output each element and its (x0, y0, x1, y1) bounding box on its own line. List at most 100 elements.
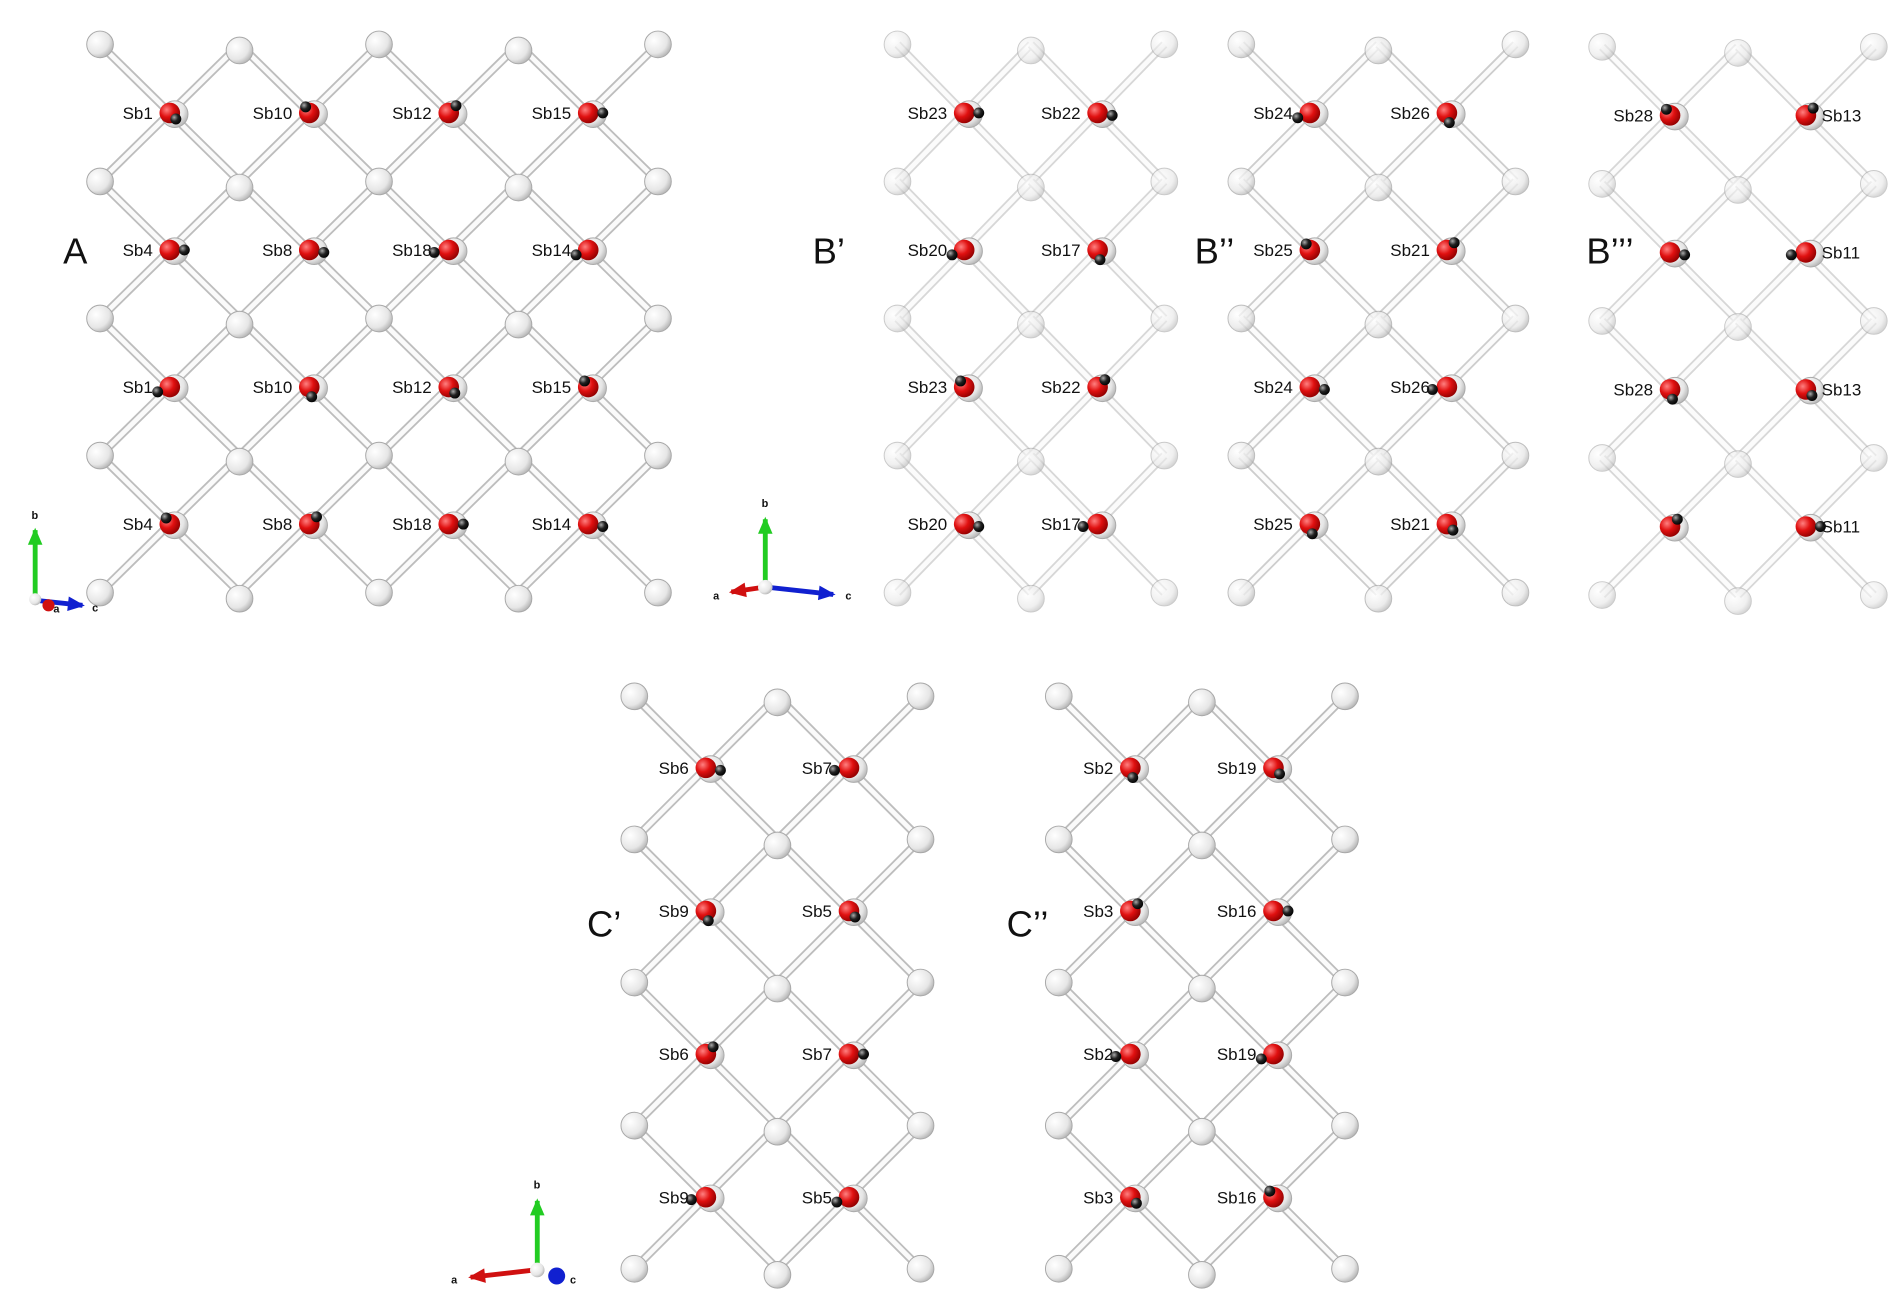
sb-site-label: Sb20 (908, 241, 948, 260)
sb-site-label: Sb3 (1083, 902, 1113, 921)
axes-triad-A: bca (27, 510, 98, 616)
sb-site-label: Sb9 (659, 1188, 689, 1207)
bridge-atom (1859, 581, 1888, 609)
bond (377, 179, 451, 252)
bridge-atom (1724, 176, 1752, 204)
bridge-atom (763, 974, 792, 1003)
bridge-atom (1588, 33, 1616, 61)
bridge-atom (1017, 310, 1045, 339)
bond (1600, 456, 1672, 529)
bridge-atom (644, 30, 672, 59)
bond (98, 385, 172, 458)
bridge-atom (1188, 1260, 1216, 1289)
bridge-atom (1227, 30, 1256, 59)
axis-origin (530, 1262, 545, 1278)
dopant-atom (1099, 374, 1111, 386)
bond (1600, 387, 1672, 460)
bridge-atom (1859, 444, 1888, 472)
sb-atom (159, 376, 181, 398)
sb-site: Sb8 (262, 511, 328, 540)
bond (377, 248, 451, 321)
bond (1095, 179, 1167, 252)
bond (632, 1052, 708, 1128)
bond (516, 111, 590, 184)
bond (1239, 385, 1312, 458)
dopant-atom (849, 911, 861, 923)
bridge-atom (1017, 447, 1045, 476)
bridge-atom (620, 968, 649, 997)
bridge-atoms (86, 30, 672, 613)
panel-label: B’’ (1195, 230, 1235, 271)
bond (1600, 182, 1672, 255)
dopant-atom (152, 386, 164, 398)
bridge-atom (1364, 36, 1393, 65)
bridge-atom (365, 304, 393, 333)
sb-atom (1120, 1043, 1141, 1065)
dopant-atom (1292, 112, 1304, 124)
sb-site: Sb22 (1041, 374, 1117, 403)
bridge-atom (1331, 1111, 1359, 1140)
bridge-atom (1227, 167, 1256, 196)
sb-site-label: Sb15 (532, 378, 572, 397)
bond (98, 316, 172, 389)
sb-site-label: Sb13 (1822, 381, 1862, 400)
dopant-atom (828, 764, 840, 776)
bridge-atom (906, 1111, 935, 1140)
sb-site-label: Sb24 (1253, 104, 1293, 123)
bridge-atom (1859, 170, 1888, 198)
dopant-atom (973, 107, 985, 119)
bond (377, 385, 451, 458)
sb-site-label: Sb5 (802, 902, 832, 921)
bridge-atom (225, 310, 254, 339)
bridge-atom (504, 173, 533, 202)
bond (516, 385, 590, 458)
bridge-atom (906, 825, 935, 854)
dopant-atom (449, 387, 461, 399)
sb-site-label: Sb22 (1041, 104, 1081, 123)
bond (775, 1195, 851, 1271)
panel-label: A (63, 230, 88, 271)
bond (895, 248, 966, 321)
panel-label: B’ (813, 230, 845, 271)
sb-site: Sb9 (659, 898, 725, 927)
sb-site-label: Sb4 (123, 241, 153, 260)
sb-atom (1795, 516, 1817, 537)
bond (307, 316, 381, 389)
dopant-atom (1447, 524, 1459, 536)
bridge-atom (1331, 968, 1359, 997)
sb-site: Sb12 (392, 100, 468, 128)
sb-site-label: Sb23 (908, 378, 948, 397)
sb-site-label: Sb14 (532, 241, 572, 260)
bond (1804, 45, 1876, 118)
bond (98, 111, 172, 184)
bond (98, 42, 172, 115)
sb-site-label: Sb14 (532, 515, 572, 534)
dopant-atom (946, 249, 958, 261)
bridge-atom (1859, 307, 1888, 335)
bridge-atom (1017, 173, 1045, 202)
sb-site-label: Sb25 (1253, 241, 1293, 260)
sb-site-label: Sb21 (1390, 241, 1430, 260)
bridge-atom (1364, 447, 1393, 476)
bond (1376, 111, 1449, 184)
bond (1057, 1123, 1133, 1199)
bond (1804, 182, 1876, 255)
sb-site-label: Sb23 (908, 104, 948, 123)
sb-site-label: Sb6 (659, 1045, 689, 1064)
bond (1376, 522, 1449, 595)
bond (307, 179, 381, 252)
sb-site: Sb24 (1253, 374, 1330, 403)
c-axis-arrow-head (67, 596, 85, 612)
bond (1095, 42, 1167, 115)
dopant-atom (311, 511, 323, 523)
bond (1376, 385, 1449, 458)
sb-site: Sb14 (532, 511, 609, 540)
sb-site: Sb6 (659, 755, 726, 783)
bond (1239, 248, 1312, 321)
bridge-atom (1364, 310, 1393, 339)
bond (632, 1123, 708, 1199)
sb-site: Sb25 (1253, 511, 1329, 540)
bond (307, 42, 381, 115)
bond (1445, 453, 1518, 526)
